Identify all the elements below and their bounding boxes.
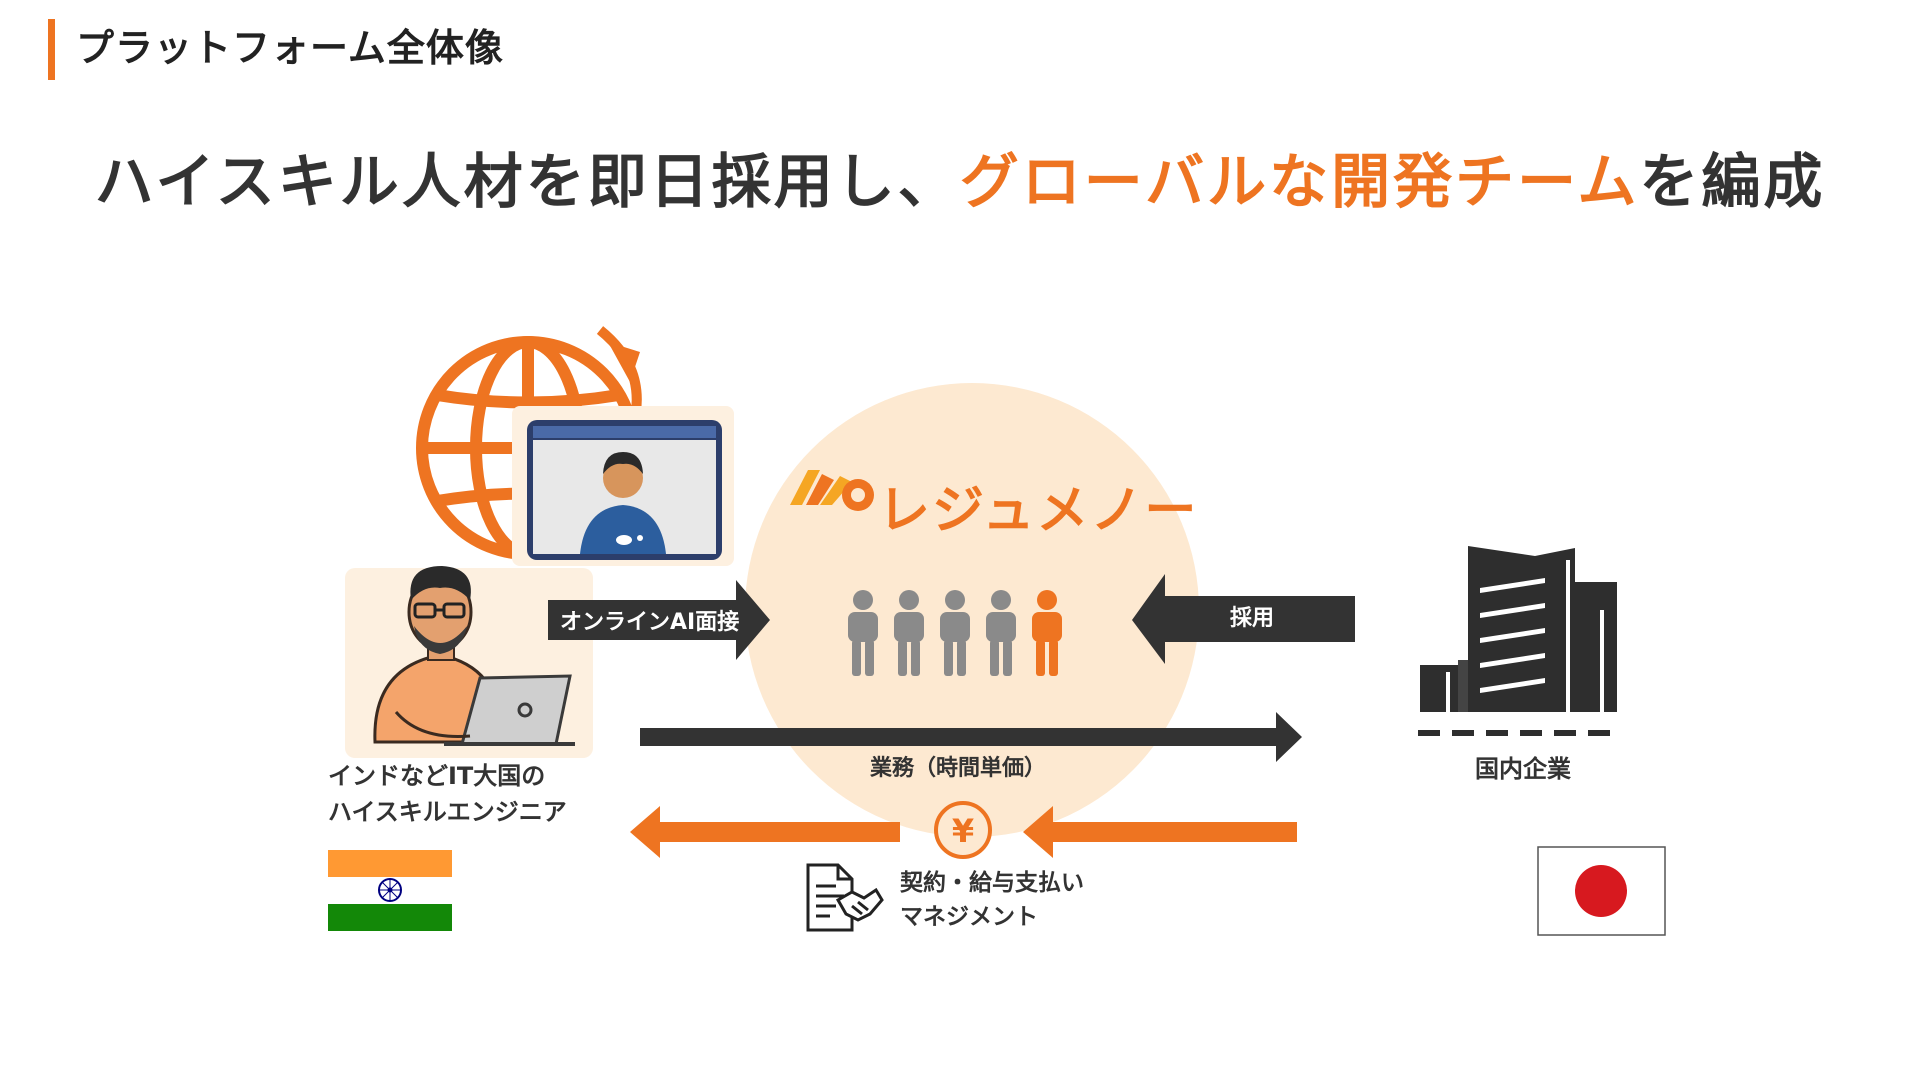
payment-arrow-left [630, 806, 900, 858]
company-label: 国内企業 [1475, 755, 1571, 783]
yen-symbol: ¥ [952, 812, 974, 850]
headline-suffix: を編成 [1639, 147, 1826, 216]
section-title: プラットフォーム全体像 [76, 26, 504, 70]
interview-arrow [548, 580, 770, 660]
video-call-icon [512, 406, 734, 566]
contract-handshake-icon [806, 863, 884, 932]
payment-arrow-right [1023, 806, 1297, 858]
engineer-icon [345, 566, 593, 758]
section-accent-bar [48, 19, 55, 80]
engineer-label-line2: ハイスキルエンジニア [328, 798, 567, 826]
people-icon [848, 590, 1062, 676]
work-label: 業務（時間単価） [870, 756, 1047, 781]
building-icon [1418, 546, 1617, 736]
headline-highlight: グローバルな開発チーム [959, 147, 1640, 216]
yen-coin-icon: ¥ [934, 801, 992, 859]
brand-name: レジュメノー [878, 481, 1199, 541]
engineer-label: インドなどIT大国の ハイスキルエンジニア [328, 758, 567, 830]
hire-label: 採用 [1230, 606, 1275, 631]
headline-prefix: ハイスキル人材を即日採用し、 [94, 147, 960, 216]
brand-logo-icon [790, 470, 874, 511]
work-arrow [640, 712, 1302, 762]
japan-flag-icon [1537, 846, 1666, 936]
engineer-label-line1: インドなどIT大国の [328, 762, 546, 790]
contract-label-line1: 契約・給与支払い [900, 870, 1084, 896]
contract-label-line2: マネジメント [900, 904, 1038, 930]
headline: ハイスキル人材を即日採用し、グローバルな開発チームを編成 [0, 142, 1920, 222]
contract-label: 契約・給与支払い マネジメント [900, 866, 1084, 934]
india-flag-icon [328, 850, 452, 931]
interview-label: オンラインAI面接 [560, 610, 740, 635]
hire-arrow [1132, 574, 1355, 664]
